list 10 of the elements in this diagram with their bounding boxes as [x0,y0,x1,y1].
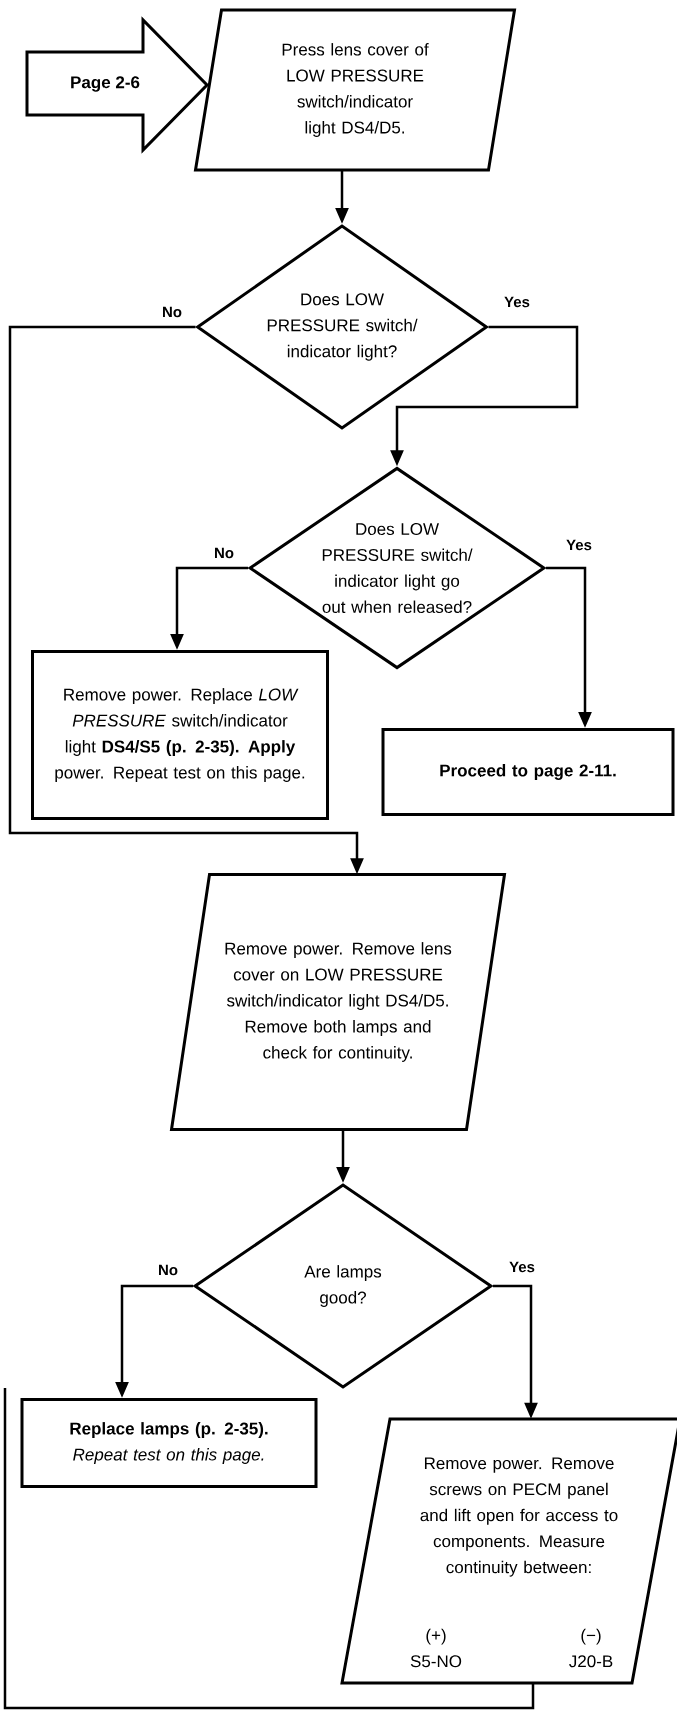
parallelogram-box: Remove power. Remove screws on PECM panel and lift open for access to components. Measure continuity between: (+) S5-NO (−) J20-B [340,1417,677,1685]
process-box: Remove power. Replace LOW PRESSURE switch/indicator light DS4/S5 (p. 2-35). Apply power. Repeat test on this page. [31,650,329,820]
edge-label: Yes [565,538,593,552]
edge-label: Yes [508,1260,536,1274]
edge-label: No [213,546,235,560]
edge-label: Yes [503,295,531,309]
edge-label: No [161,305,183,319]
process-box: Proceed to page 2-11. [381,728,675,816]
process-box: Replace lamps (p. 2-35). Repeat test on this page. [20,1398,318,1488]
edge-label: No [157,1263,179,1277]
